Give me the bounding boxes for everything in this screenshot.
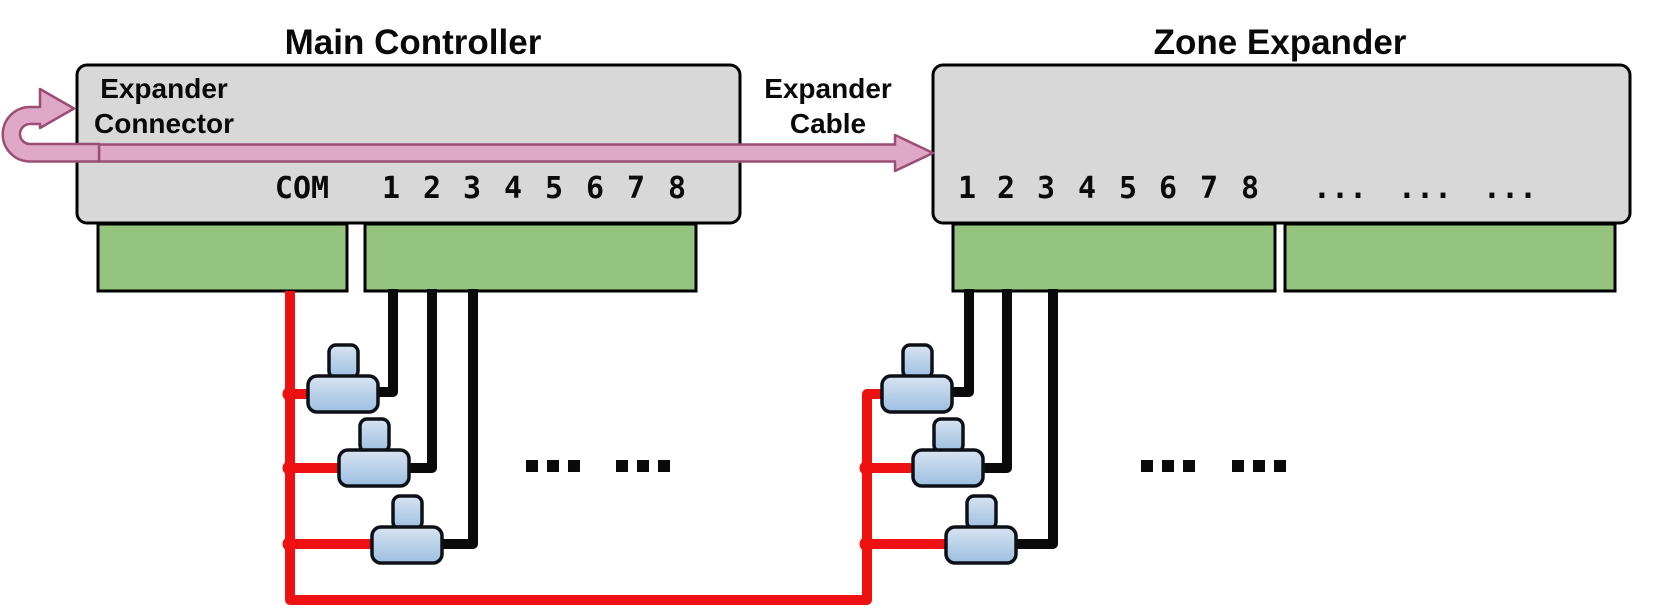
ellipsis-dots [526,460,580,472]
main-terminal-block-zones [363,222,698,293]
sensor-device [880,343,954,414]
zone-terminal-1-label: 1 [958,171,976,206]
zone-terminal-5-label: 5 [1119,171,1137,206]
sensor-device [944,494,1018,565]
zone-terminal-6-label: 6 [1159,171,1177,206]
zone-wire-expander-3 [1013,289,1058,549]
main-terminal-2-label: 2 [423,171,441,206]
sensor-device [911,417,985,488]
main-terminal-block-com [96,222,349,293]
zone-terminal-7-label: 7 [1200,171,1218,206]
ellipsis-dots [1232,460,1286,472]
expander-connector-label-line2: Connector [94,108,234,139]
main-terminal-5-label: 5 [545,171,563,206]
main-terminal-6-label: 6 [586,171,604,206]
zone-terminal-block-2 [1283,222,1617,293]
zone-wire-main-2 [405,289,437,473]
zone-expander-box [931,63,1632,225]
expander-cable-label-line1: Expander [764,73,892,104]
main-terminal-3-label: 3 [463,171,481,206]
zone-wire-expander-1 [948,289,974,397]
expander-connector-label-line1: Expander [100,73,228,104]
zone-wire-main-1 [374,289,398,397]
zone-terminal-8-label: 8 [1241,171,1259,206]
zone-terminal-block-1 [951,222,1277,293]
ellipsis-dots [1141,460,1195,472]
junction-dot [282,386,298,402]
zone-terminal-4-label: 4 [1078,171,1096,206]
expander-connector-arrow [1,87,101,163]
zone-terminal-2-label: 2 [997,171,1015,206]
main-terminal-7-label: 7 [627,171,645,206]
junction-dot [282,536,298,552]
expander-cable-label-line2: Cable [790,108,866,139]
zone-terminal-ellipsis-2: ... [1398,171,1452,206]
main-terminal-4-label: 4 [504,171,522,206]
expander-cable-arrow [97,133,935,173]
zone-expander-title: Zone Expander [1154,23,1407,62]
zone-terminal-ellipsis-1: ... [1313,171,1367,206]
zone-terminal-ellipsis-3: ... [1483,171,1537,206]
junction-dot [859,460,875,476]
sensor-device [306,343,380,414]
zone-wire-main-3 [438,289,478,549]
junction-dot [282,460,298,476]
sensor-device [337,417,411,488]
junction-dot [859,536,875,552]
main-terminal-8-label: 8 [668,171,686,206]
zone-wire-expander-2 [981,289,1012,473]
main-terminal-com-label: COM [275,171,329,206]
ellipsis-dots [616,460,670,472]
com-wire-bus [285,291,886,605]
sensor-device [370,494,444,565]
main-controller-title: Main Controller [285,23,542,62]
main-terminal-1-label: 1 [382,171,400,206]
zone-terminal-3-label: 3 [1037,171,1055,206]
